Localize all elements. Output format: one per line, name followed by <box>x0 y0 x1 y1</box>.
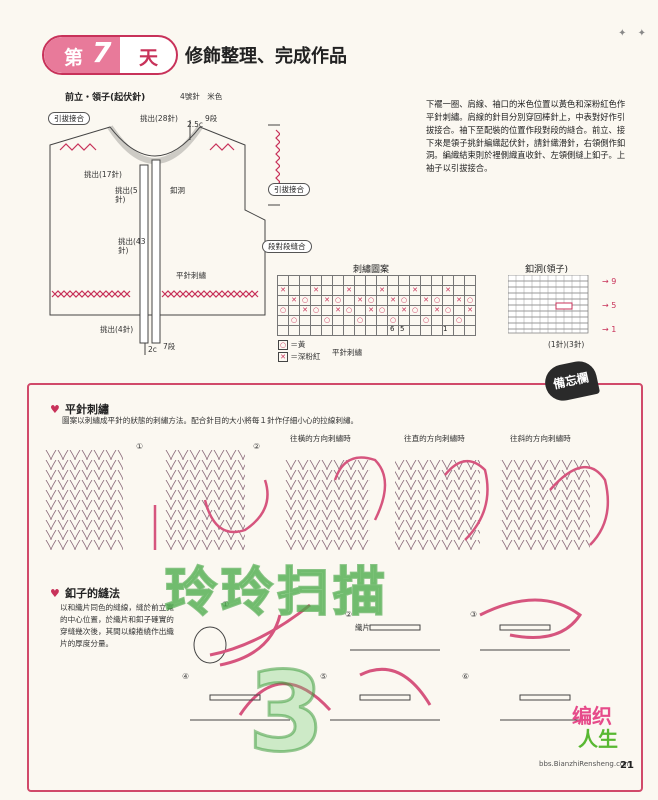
pick-4-label: 挑出(4針) <box>100 325 134 334</box>
needle-note: 4號針 米色 <box>180 92 223 101</box>
buttonhole-note: (1針)(3針) <box>548 340 585 349</box>
instructions-text: 下襬一圈、肩線、袖口的米色位置以黃色和深粉紅色作平針刺繡。肩線的針目分別穿回棒針… <box>426 99 626 174</box>
buttonhole-chart-grid <box>508 275 589 334</box>
legend-group: 平針刺繡 <box>332 348 362 357</box>
site-logo-line2: 人生 <box>578 727 618 751</box>
sec1-description: 圖案以刺繡成平針的狀態的刺繡方法。配合針目的大小將每１針作仔細小心的拉線刺繡。 <box>62 416 359 425</box>
flat-stitch-label: 平針刺繡 <box>176 271 206 280</box>
row-5-label: → 5 <box>602 301 617 310</box>
pick-5-label: 挑出(5針) <box>115 186 138 205</box>
dir-horizontal-label: 往橫的方向刺繡時 <box>290 434 351 443</box>
heart-icon-2: ♥ <box>50 587 60 600</box>
page-number: 21 <box>620 760 634 771</box>
front-collar-diagram <box>49 120 280 355</box>
btn-step-2: ② <box>345 610 353 619</box>
btn-step-1: ① <box>222 600 230 609</box>
day-badge: 第 7 天 <box>42 35 178 75</box>
fabric-label: 織片 <box>355 623 370 632</box>
pick-17-label: 挑出(17針) <box>84 170 122 179</box>
dir-diagonal-label: 往斜的方向刺繡時 <box>510 434 571 443</box>
sec2-heading: ♥ 釦子的縫法 <box>50 587 120 600</box>
page-title: 修飾整理、完成作品 <box>185 46 347 67</box>
seam-label-right: 引拔接合 <box>268 183 310 196</box>
scanner-watermark: 玲玲扫描 <box>164 562 390 624</box>
day-number: 7 <box>92 36 112 69</box>
btn-step-3: ③ <box>470 610 478 619</box>
row-9-label: → 9 <box>602 277 617 286</box>
dir-vertical-label: 往直的方向刺繡時 <box>404 434 465 443</box>
site-url: bbs.BianzhiRensheng.com <box>539 760 632 768</box>
buttonhole-label: 釦洞 <box>170 186 185 195</box>
button-sewing-illustrations <box>190 598 590 721</box>
pick-top-label: 挑出(28針) <box>140 114 178 123</box>
knit-stitch-illustrations <box>45 450 610 550</box>
site-logo-line1: 编织 <box>572 704 612 728</box>
watermark-number: 3 <box>247 647 327 778</box>
rows-dim-b: 9段 <box>205 114 218 123</box>
day-prefix: 第 <box>64 47 84 69</box>
front-diagram-title: 前立・領子(起伏針) <box>65 93 146 103</box>
rows-dim: 2.5c <box>187 120 204 129</box>
step-1: ① <box>136 442 144 451</box>
memo-section <box>27 383 643 792</box>
step-2: ② <box>253 442 261 451</box>
bottom-dim: 2c <box>148 345 157 354</box>
embroidery-chart-grid: ✕✕✕✕✕✕ ✕○✕○✕○✕○✕○✕○ ○✕○✕○✕○✕○✕○✕ ○○○○○○ <box>277 275 476 336</box>
chart-col-6: 6 <box>390 325 395 333</box>
pick-43-label: 挑出(43針) <box>118 237 146 256</box>
seam-label-mid: 段對段縫合 <box>262 240 312 253</box>
chart-col-1: 1 <box>443 325 448 333</box>
bottom-rows: 7段 <box>163 342 176 351</box>
embroidery-chart-title: 刺繡圖案 <box>353 265 390 275</box>
legend-pink: ✕ ＝深粉紅 <box>278 352 320 362</box>
seam-label-top: 引拔接合 <box>48 112 90 125</box>
btn-step-5: ⑤ <box>320 672 328 681</box>
btn-step-4: ④ <box>182 672 190 681</box>
chart-col-5: 5 <box>400 325 405 333</box>
corner-marks: ✦ ✦ <box>618 28 650 39</box>
sec2-description: 以和織片同色的縫線，縫於前立寬的中心位置，於織片和釦子確實的穿縫幾次後，其間以線… <box>60 603 174 649</box>
buttonhole-chart-title: 釦洞(領子) <box>525 265 569 275</box>
sec1-heading: ♥ 平針刺繡 <box>50 403 109 416</box>
btn-step-6: ⑥ <box>462 672 470 681</box>
legend-yellow: ○ ＝黃 <box>278 340 306 350</box>
heart-icon: ♥ <box>50 403 60 416</box>
row-1-label: → 1 <box>602 325 617 334</box>
day-suffix: 天 <box>139 47 159 69</box>
